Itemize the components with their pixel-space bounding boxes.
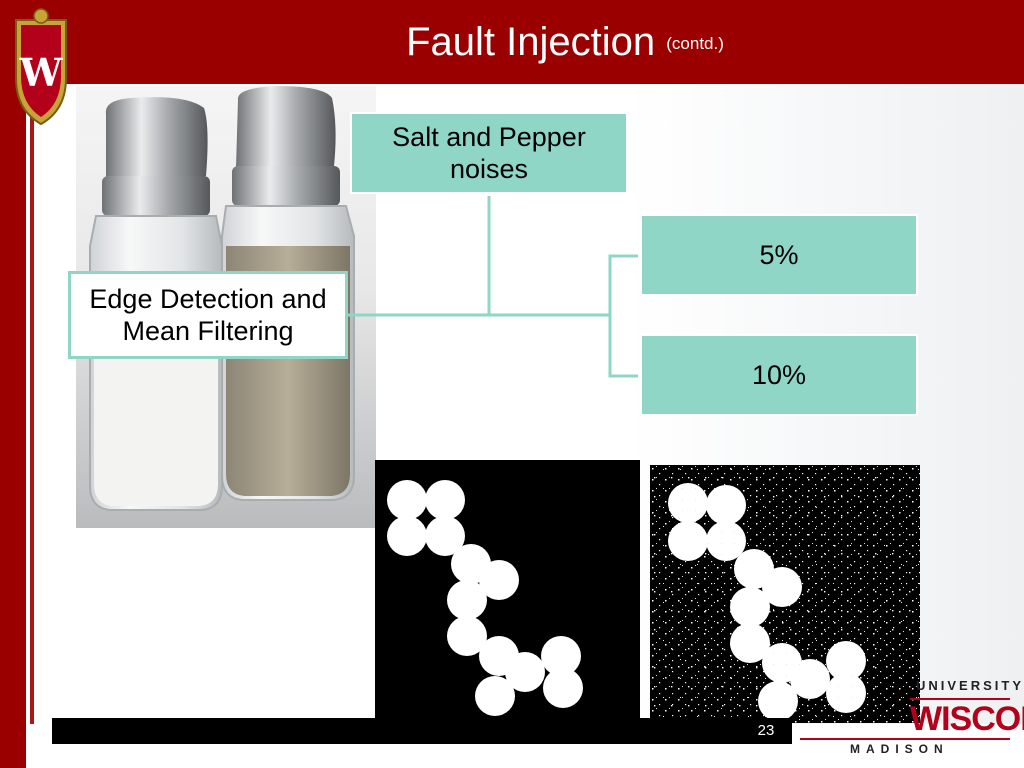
noisy-binary-image (650, 465, 920, 723)
uw-crest-icon: W (15, 8, 67, 126)
title-bar (0, 0, 1024, 84)
clean-binary-image (375, 460, 640, 722)
logo-madison-text: MADISON (850, 742, 949, 756)
slide-title-suffix: (contd.) (666, 34, 724, 53)
salt-node-label: Salt and Pepper noises (392, 122, 586, 184)
logo-rule-bottom (800, 738, 1010, 740)
left-border (0, 0, 26, 768)
footer-bar (52, 718, 792, 744)
slide-title: Fault Injection (contd.) (0, 14, 1024, 72)
logo-wisconsin-text: WISCONSIN (910, 700, 1024, 738)
node-10-label: 10% (751, 360, 807, 390)
node-5-percent: 5% (640, 214, 918, 296)
noisy-circles (650, 465, 920, 723)
clean-circles (387, 480, 583, 716)
logo-rule-top (910, 698, 1010, 700)
root-node-label: Edge Detection and Mean Filtering (89, 284, 327, 346)
left-accent-line (30, 84, 34, 724)
crest-letter: W (19, 50, 64, 95)
node-10-percent: 10% (640, 334, 918, 416)
slide-number: 23 (757, 722, 775, 739)
uw-madison-logo (800, 668, 1024, 768)
slide-title-text: Fault Injection (406, 20, 656, 64)
node-salt-and-pepper: Salt and Pepper noises (350, 112, 628, 194)
root-node-edge-detection: Edge Detection and Mean Filtering (68, 271, 348, 359)
logo-university-text: UNIVERSITY (916, 678, 1024, 693)
node-5-label: 5% (759, 240, 799, 270)
